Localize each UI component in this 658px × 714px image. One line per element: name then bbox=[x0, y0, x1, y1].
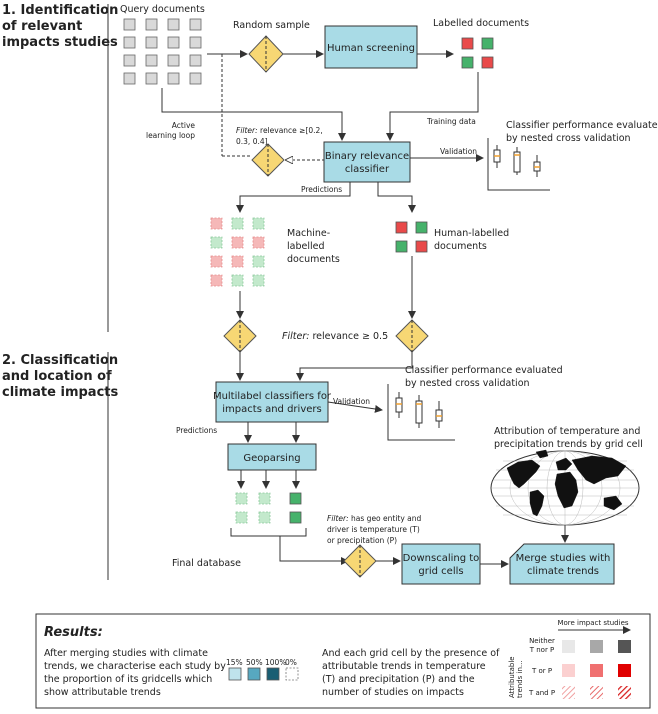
human-labelled-grid bbox=[395, 221, 428, 253]
pct-label: 15% bbox=[226, 658, 243, 667]
section1-title-line2: of relevant bbox=[2, 19, 82, 34]
merge-label-2: climate trends bbox=[527, 566, 599, 577]
results-title: Results: bbox=[44, 625, 103, 640]
predictions-label: Predictions bbox=[301, 185, 342, 194]
merge-label-1: Merge studies with bbox=[516, 553, 611, 564]
results-right-1: And each grid cell by the presence of bbox=[322, 648, 500, 659]
pct-label: 0% bbox=[285, 658, 297, 667]
machine-label-2: labelled bbox=[287, 241, 325, 252]
section2-title-line1: 2. Classification bbox=[2, 353, 118, 368]
training-data-label: Training data bbox=[426, 117, 476, 126]
downscaling-label-2: grid cells bbox=[418, 566, 463, 577]
human-label-1: Human-labelled bbox=[434, 228, 509, 239]
axis-label-2: trends in... bbox=[516, 660, 524, 698]
multilabel-label-1: Multilabel classifiers for bbox=[213, 391, 332, 402]
binary-classifier-label-1: Binary relevance bbox=[325, 151, 409, 162]
human-screening-label: Human screening bbox=[327, 43, 415, 54]
final-database-label: Final database bbox=[172, 558, 241, 569]
query-documents-label: Query documents bbox=[120, 4, 205, 15]
more-studies-label: More impact studies bbox=[557, 619, 628, 627]
active-loop-label-2: learning loop bbox=[146, 131, 195, 140]
row-neither-2: T nor P bbox=[529, 646, 555, 654]
multilabel-label-2: impacts and drivers bbox=[222, 404, 321, 415]
filter3-text-3: or precipitation (P) bbox=[327, 536, 397, 545]
row-torp: T or P bbox=[531, 667, 552, 675]
geoparsing-label: Geoparsing bbox=[243, 453, 300, 464]
merge-box bbox=[509, 543, 615, 585]
proportion-legend: 15% 50% 100% 0% bbox=[226, 658, 299, 681]
boxplot-2 bbox=[387, 384, 455, 441]
final-documents-grid bbox=[235, 492, 302, 524]
human-screening-box bbox=[324, 25, 418, 69]
results-left-3: the proportion of its gridcells which bbox=[44, 674, 212, 685]
downscaling-label-1: Downscaling to bbox=[403, 553, 480, 564]
perf2-label-2: by nested cross validation bbox=[405, 378, 530, 389]
validation-label: Validation bbox=[440, 147, 477, 156]
predictions2-label: Predictions bbox=[176, 426, 217, 435]
machine-label-3: documents bbox=[287, 254, 340, 265]
grid-cell-legend: More impact studies Attributable trends … bbox=[508, 619, 631, 699]
filter3-text-1: Filter: has geo entity and bbox=[327, 514, 422, 523]
results-left-1: After merging studies with climate bbox=[44, 648, 208, 659]
results-right-4: number of studies on impacts bbox=[322, 687, 464, 698]
pct-label: 100% bbox=[265, 658, 286, 667]
binary-classifier-box bbox=[323, 141, 411, 183]
section1-title-line1: 1. Identification bbox=[2, 3, 118, 18]
random-sample-label: Random sample bbox=[233, 20, 310, 31]
perf2-label-1: Classifier performance evaluated bbox=[405, 365, 563, 376]
results-right-2: attributable trends in temperature bbox=[322, 661, 486, 672]
multilabel-classifier-box bbox=[215, 381, 329, 423]
world-map bbox=[490, 449, 640, 526]
attribution-label-2: precipitation trends by grid cell bbox=[494, 439, 643, 450]
section2-title-line2: and location of bbox=[2, 369, 112, 384]
machine-label-1: Machine- bbox=[287, 228, 330, 239]
axis-label-1: Attributable bbox=[508, 656, 516, 698]
section1-title-line3: impacts studies bbox=[2, 35, 118, 50]
perf1-label-2: by nested cross validation bbox=[506, 133, 631, 144]
binary-classifier-label-2: classifier bbox=[345, 164, 390, 175]
geoparsing-box bbox=[227, 443, 317, 471]
machine-labelled-grid bbox=[210, 217, 265, 287]
human-label-2: documents bbox=[434, 241, 487, 252]
validation2-label: Validation bbox=[333, 397, 370, 406]
downscaling-box bbox=[401, 543, 481, 585]
labelled-documents-label: Labelled documents bbox=[433, 18, 529, 29]
pct-label: 50% bbox=[246, 658, 263, 667]
boxplot-1 bbox=[487, 138, 550, 191]
row-tandp: T and P bbox=[528, 689, 555, 697]
labelled-documents-grid bbox=[461, 37, 494, 69]
results-left-2: trends, we characterise each study by bbox=[44, 661, 226, 672]
results-right-3: (T) and precipitation (P) and the bbox=[322, 674, 475, 685]
filter1-text-line2: 0.3, 0.4] bbox=[236, 137, 268, 146]
filter1-text: Filter: relevance ≥[0.2, bbox=[236, 126, 323, 135]
filter3-text-2: driver is temperature (T) bbox=[327, 525, 420, 534]
active-loop-label-1: Active bbox=[172, 121, 196, 130]
results-panel bbox=[35, 613, 651, 709]
results-left-4: show attributable trends bbox=[44, 687, 161, 698]
perf1-label-1: Classifier performance evaluated bbox=[506, 120, 658, 131]
row-neither-1: Neither bbox=[529, 637, 555, 645]
attribution-label-1: Attribution of temperature and bbox=[494, 426, 640, 437]
query-documents-grid bbox=[123, 18, 202, 85]
section2-title-line3: climate impacts bbox=[2, 385, 118, 400]
filter2-text: Filter: relevance ≥ 0.5 bbox=[282, 331, 388, 342]
